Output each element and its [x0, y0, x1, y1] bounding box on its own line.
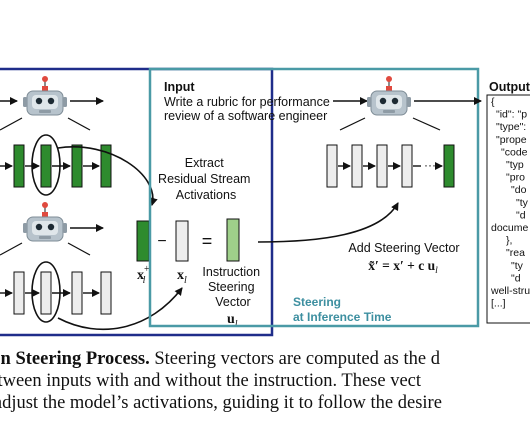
minus-sign: − — [157, 233, 166, 250]
vector-positive-label: x+l — [137, 264, 150, 286]
layer-bar-gray — [71, 271, 83, 315]
extract-label: Extract Residual Stream Activations — [158, 156, 254, 202]
output-code-line: "rea — [506, 247, 525, 259]
fan-line — [67, 242, 91, 256]
layer-bar-green-steered — [443, 144, 455, 188]
output-code-line: "pro — [506, 172, 525, 184]
layer-bar-green — [71, 144, 83, 188]
output-code-line: "prope — [496, 134, 527, 146]
robot-icon — [366, 75, 412, 116]
ellipsis: ··· — [424, 158, 436, 172]
fan-line — [0, 242, 23, 256]
fan-line — [0, 117, 23, 131]
layer-bar-green-selected — [40, 144, 52, 188]
layer-bar-gray — [326, 144, 338, 188]
caption-bold: tion Steering Process. — [0, 349, 150, 369]
robot-icon — [22, 75, 68, 116]
output-title: Output — [489, 80, 530, 94]
layer-bar-green — [13, 144, 25, 188]
layer-bar-gray — [13, 271, 25, 315]
figure-caption: tion Steering Process. Steering vectors … — [0, 348, 530, 414]
layer-bar-gray — [100, 271, 112, 315]
input-title: Input — [164, 80, 195, 94]
output-code-line: "ty — [516, 197, 529, 209]
output-code-line: [...] — [491, 298, 506, 310]
output-code-line: "type": — [496, 121, 526, 133]
equals-sign: = — [202, 231, 213, 251]
robot-icon — [22, 201, 68, 242]
extract-arrow-bottom — [57, 287, 183, 331]
output-code-line: docume — [491, 222, 529, 234]
extraction-panel — [0, 67, 274, 337]
output-box — [486, 94, 530, 324]
steering-arrow — [257, 202, 399, 243]
output-code-line: "ty — [511, 260, 524, 272]
steering-vector — [226, 218, 240, 262]
caption-line-1: Steering vectors are computed as the d — [149, 349, 440, 369]
output-code-line: "id": "p — [496, 109, 527, 121]
layer-bar-gray — [376, 144, 388, 188]
layer-bar-green — [100, 144, 112, 188]
caption-line-3: o adjust the model’s activations, guidin… — [0, 393, 442, 413]
caption-line-2: between inputs with and without the inst… — [0, 371, 422, 391]
steering-vector-label: Instruction Steering Vector — [202, 265, 263, 309]
layer-bar-gray — [351, 144, 363, 188]
input-text: Write a rubric for performance review of… — [164, 95, 333, 123]
fan-line — [67, 117, 91, 131]
output-code-line: "do — [511, 184, 527, 196]
steering-inference-label: Steering at Inference Time — [293, 295, 392, 324]
output-code-line: well-stru — [490, 285, 530, 297]
steering-formula: x̃′ = x′ + c ul — [368, 258, 438, 276]
add-steering-label: Add Steering Vector — [348, 241, 459, 255]
vector-negative — [175, 220, 189, 262]
vector-positive — [136, 220, 150, 262]
fan-line — [412, 117, 441, 131]
output-code-line: { — [491, 96, 495, 108]
layer-bar-gray-selected — [40, 271, 52, 315]
fan-line — [339, 117, 366, 131]
output-code-line: "d — [516, 209, 526, 221]
layer-bar-gray — [401, 144, 413, 188]
output-code-line: "typ — [506, 159, 524, 171]
inference-panel — [148, 67, 480, 328]
steering-vector-symbol: ul — [227, 312, 238, 330]
selected-layer-ellipse — [31, 134, 61, 196]
selected-layer-ellipse — [31, 261, 61, 323]
output-code-line: }, — [506, 235, 512, 247]
extract-arrow — [57, 146, 158, 206]
output-code: {"id": "p"type":"prope"code"typ"pro"do"t… — [490, 96, 530, 310]
vector-negative-label: xl — [177, 268, 187, 286]
output-code-line: "code — [501, 146, 528, 158]
output-code-line: "d — [511, 272, 521, 284]
